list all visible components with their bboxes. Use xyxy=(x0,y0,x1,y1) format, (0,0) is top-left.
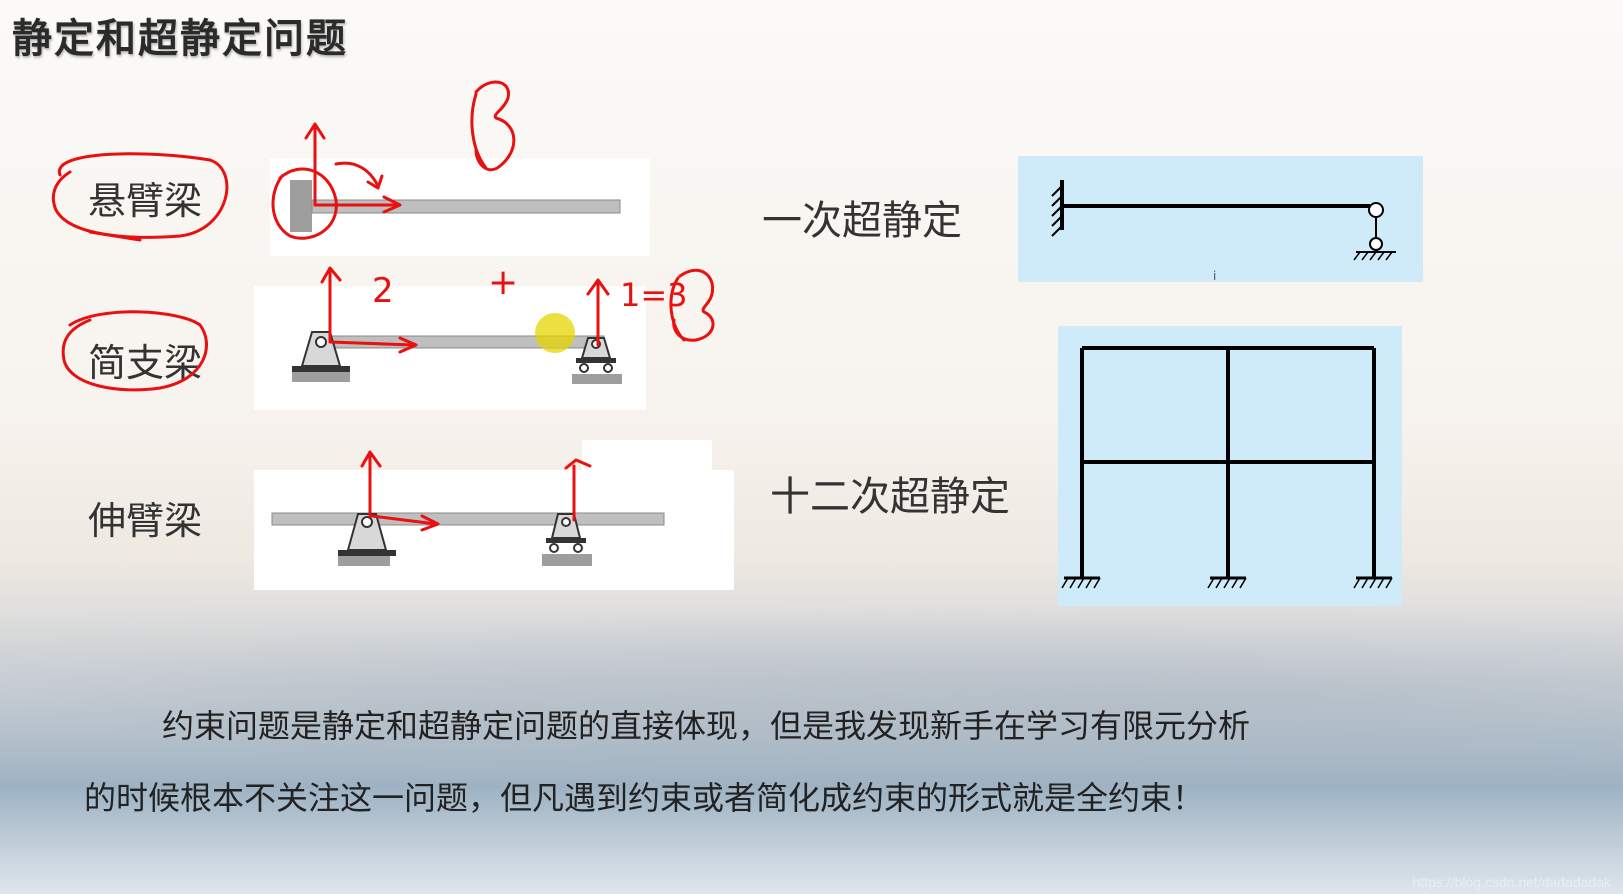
annotation-roller-count: 1=3 xyxy=(620,276,688,314)
handwritten-three xyxy=(474,80,516,172)
first-degree-indeterminate-diagram: i xyxy=(1018,156,1423,282)
caption-line-2: 的时候根本不关注这一问题，但凡遇到约束或者简化成约束的形式就是全约束！ xyxy=(84,779,1205,817)
roller-support xyxy=(542,513,592,566)
simply-supported-beam-diagram xyxy=(254,286,646,410)
label-overhanging: 伸臂梁 xyxy=(88,499,203,543)
label-twelfth-degree: 十二次超静定 xyxy=(770,474,1010,520)
caption-paragraph: 约束问题是静定和超静定问题的直接体现，但是我发现新手在学习有限元分析 的时候根本… xyxy=(84,690,1544,834)
rigid-frame xyxy=(1080,346,1376,578)
overhanging-beam-diagram xyxy=(254,440,734,590)
moment-arrow xyxy=(334,161,380,188)
twelfth-degree-indeterminate-diagram xyxy=(1058,326,1402,606)
cursor-marker: i xyxy=(1213,269,1216,282)
circle-simply-supported-label xyxy=(61,310,208,392)
cantilever-beam-diagram xyxy=(270,158,650,256)
circle-cantilever-label xyxy=(51,152,229,239)
annotation-plus: + xyxy=(488,262,518,303)
circle-fixed-support xyxy=(271,167,338,240)
fixed-support xyxy=(290,180,312,232)
label-first-degree: 一次超静定 xyxy=(762,198,962,244)
pin-support xyxy=(338,513,396,566)
annotation-cantilever-count: 3 xyxy=(488,159,490,161)
watermark-url: https://blog.csdn.net/dadadadak xyxy=(1412,874,1611,890)
label-simply-supported: 简支梁 xyxy=(88,341,203,385)
label-cantilever: 悬臂梁 xyxy=(88,179,203,223)
roller-support xyxy=(572,337,622,384)
background-mist xyxy=(0,600,1623,780)
slide-title: 静定和超静定问题 xyxy=(12,16,348,62)
cursor-highlight xyxy=(535,313,575,353)
annotation-pin-count: 2 xyxy=(372,271,394,311)
pin-support xyxy=(1353,202,1396,261)
caption-line-1: 约束问题是静定和超静定问题的直接体现，但是我发现新手在学习有限元分析 xyxy=(162,707,1251,745)
fixed-supports xyxy=(1061,576,1393,589)
